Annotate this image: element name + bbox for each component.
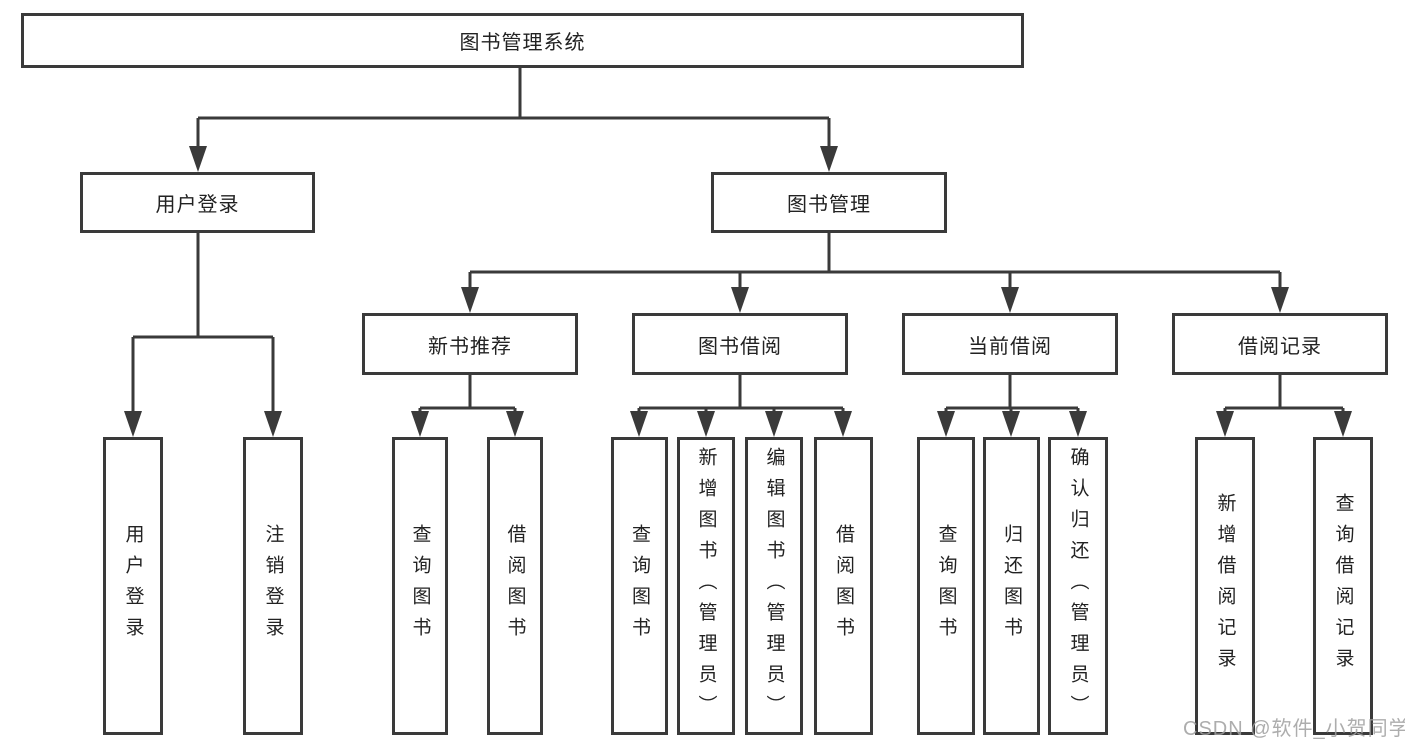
csdn-watermark: CSDN @软件_小贺同学: [1183, 718, 1405, 740]
node-root-book-management-system: 图书管理系统: [21, 13, 1024, 68]
leaf-query-books-borrow: 查询图书: [611, 437, 668, 735]
node-label: 借阅图书: [504, 524, 526, 648]
node-label: 图书管理: [787, 194, 871, 216]
leaf-query-books-current: 查询图书: [917, 437, 975, 735]
node-user-login: 用户登录: [80, 172, 315, 233]
node-current-borrow: 当前借阅: [902, 313, 1118, 375]
leaf-return-book: 归还图书: [983, 437, 1040, 735]
node-label: 用户登录: [122, 524, 144, 648]
node-label: 新书推荐: [428, 335, 512, 358]
leaf-add-book-admin: 新增图书（管理员）: [677, 437, 735, 735]
node-label: 新增借阅记录: [1214, 493, 1236, 679]
leaf-borrow-books: 借阅图书: [814, 437, 873, 735]
leaf-logout: 注销登录: [243, 437, 303, 735]
leaf-borrow-books-recommend: 借阅图书: [487, 437, 543, 735]
node-label: 查询图书: [409, 524, 431, 648]
node-label: 用户登录: [155, 194, 240, 216]
node-label: 编辑图书（管理员）: [763, 446, 785, 726]
node-label: 确认归还（管理员）: [1067, 446, 1089, 726]
leaf-query-books-recommend: 查询图书: [392, 437, 448, 735]
node-label: 新增图书（管理员）: [695, 446, 717, 726]
node-label: 借阅图书: [833, 524, 854, 648]
node-label: 图书借阅: [698, 335, 782, 358]
node-label: 注销登录: [262, 524, 284, 648]
leaf-query-borrow-record: 查询借阅记录: [1313, 437, 1373, 735]
tree-edges: [131, 68, 1345, 417]
node-label: 查询图书: [629, 524, 650, 648]
arrowheads: [124, 146, 1352, 437]
leaf-user-login: 用户登录: [103, 437, 163, 735]
node-label: 查询借阅记录: [1332, 493, 1354, 679]
leaf-confirm-return-admin: 确认归还（管理员）: [1048, 437, 1108, 735]
node-new-book-recommend: 新书推荐: [362, 313, 578, 375]
leaf-add-borrow-record: 新增借阅记录: [1195, 437, 1255, 735]
leaf-edit-book-admin: 编辑图书（管理员）: [745, 437, 803, 735]
node-label: 查询图书: [935, 524, 957, 648]
node-label: 当前借阅: [968, 335, 1052, 358]
node-book-management: 图书管理: [711, 172, 947, 233]
node-book-borrow: 图书借阅: [632, 313, 848, 375]
node-label: 借阅记录: [1238, 335, 1322, 358]
node-borrow-records: 借阅记录: [1172, 313, 1388, 375]
node-label: 图书管理系统: [459, 32, 586, 54]
node-label: 归还图书: [1001, 524, 1022, 648]
